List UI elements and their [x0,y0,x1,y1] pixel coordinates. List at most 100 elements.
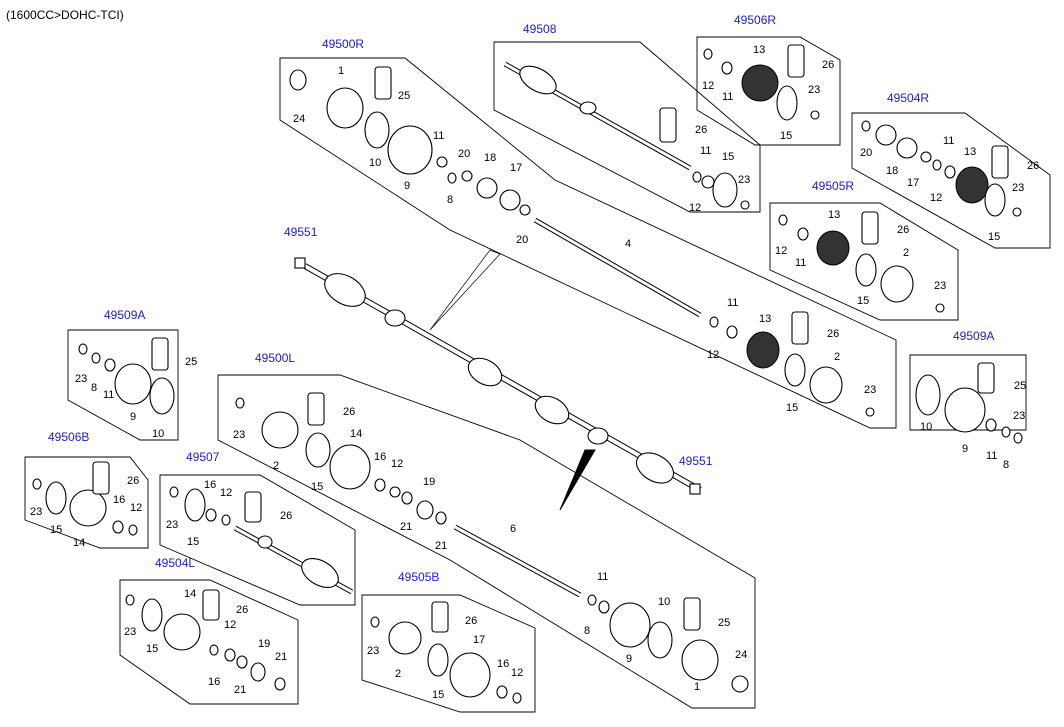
part-label: 15 [857,295,869,307]
part-label: 9 [130,411,136,423]
part-label: 8 [91,382,97,394]
part-label: 11 [597,571,608,583]
group-label-49505B: 49505B [398,570,439,584]
part-label: 14 [350,428,362,440]
part-label: 16 [208,676,220,688]
part-label: 11 [433,130,444,142]
part-label: 8 [584,625,590,637]
group-label-49509A-left: 49509A [104,308,145,322]
part-label: 14 [73,537,85,549]
part-label: 15 [780,130,792,142]
part-label: 1 [338,65,344,77]
part-label: 26 [695,124,707,136]
frame-49505R [769,202,959,321]
part-label: 15 [311,481,323,493]
part-label: 18 [886,165,898,177]
part-label: 6 [510,523,516,535]
part-label: 2 [834,351,840,363]
header-engine-spec: (1600CC>DOHC-TCI) [6,8,124,22]
parts-49509A-left [78,337,175,415]
part-label: 10 [152,428,164,440]
part-label: 17 [907,177,919,189]
shaft-49507 [233,525,354,595]
frame-49508 [493,41,761,213]
part-label: 23 [367,645,379,657]
group-label-49508: 49508 [523,22,557,36]
connector-wedge-lower [559,449,596,511]
part-label: 13 [828,209,840,221]
parts-49508 [659,107,750,210]
part-label: 18 [484,152,496,164]
parts-49505R [778,211,945,313]
group-label-49551-top: 49551 [284,225,318,239]
part-label: 8 [447,194,453,206]
frame-49504R [851,112,1051,249]
group-label-49504R: 49504R [887,91,929,105]
part-label: 26 [280,510,292,522]
part-label: 11 [986,450,997,462]
parts-49500R [289,66,531,216]
part-label: 11 [722,91,733,103]
part-label: 11 [943,135,954,147]
group-label-49509A-right: 49509A [953,329,994,343]
frame-49506B [24,456,149,549]
part-label: 23 [934,280,946,292]
part-label: 21 [275,651,287,663]
parts-49500L-outer [587,594,749,693]
shaft-part-4 [533,217,702,318]
connector-wedge-upper [429,249,501,331]
part-label: 1 [694,681,700,693]
part-label: 25 [185,356,197,368]
part-label: 21 [435,540,447,552]
part-label: 11 [103,389,114,401]
part-label: 13 [753,44,765,56]
part-label: 11 [795,257,806,269]
part-label: 15 [786,402,798,414]
part-label: 11 [727,297,738,309]
part-label: 25 [1014,380,1026,392]
part-label: 24 [735,649,747,661]
part-label: 12 [707,349,719,361]
frame-49505B [361,594,536,713]
part-label: 9 [404,180,410,192]
part-label: 23 [808,84,820,96]
part-label: 20 [516,234,528,246]
part-label: 19 [423,476,435,488]
parts-49505B [370,601,522,704]
part-label: 15 [146,643,158,655]
part-label: 10 [658,596,670,608]
part-label: 2 [395,668,401,680]
part-label: 13 [964,146,976,158]
group-label-49505R: 49505R [812,179,854,193]
part-label: 26 [465,615,477,627]
part-label: 11 [700,145,711,157]
part-label: 12 [511,667,523,679]
part-label: 2 [903,247,909,259]
part-label: 10 [369,157,381,169]
part-label: 12 [930,192,942,204]
part-label: 15 [187,536,199,548]
part-label: 16 [204,479,216,491]
part-label: 15 [722,151,734,163]
parts-49507 [169,486,262,526]
part-label: 12 [391,458,403,470]
part-label: 25 [398,90,410,102]
part-label: 23 [124,626,136,638]
part-label: 16 [113,494,125,506]
frame-49509A-left [67,329,179,441]
part-label: 26 [897,224,909,236]
part-label: 12 [689,202,701,214]
frame-49500R [279,57,897,429]
part-label: 23 [30,506,42,518]
frame-49507 [159,474,356,606]
frame-49506R [696,36,841,146]
part-label: 26 [127,475,139,487]
part-label: 23 [233,429,245,441]
part-label: 17 [510,162,522,174]
part-label: 16 [374,451,386,463]
part-label: 26 [1027,160,1039,172]
part-label: 12 [220,487,232,499]
parts-center-right [709,311,875,417]
part-label: 12 [224,619,236,631]
